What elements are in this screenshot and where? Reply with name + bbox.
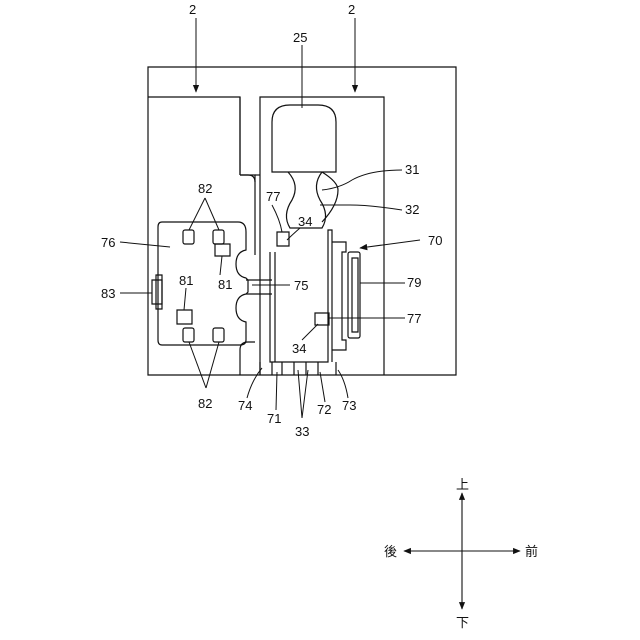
direction-down-label: 下	[456, 616, 469, 631]
label-79: 79	[407, 275, 421, 290]
neck-31	[322, 172, 338, 222]
leader-70	[360, 240, 420, 248]
label-32: 32	[405, 202, 419, 217]
label-81-upper: 81	[218, 277, 232, 292]
pad-82-top-left	[183, 230, 194, 244]
leader-82-bottom-a	[189, 342, 206, 388]
pad-82-bottom-right	[213, 328, 224, 342]
label-71: 71	[267, 411, 281, 426]
direction-up-label: 上	[456, 478, 469, 493]
leader-72	[320, 372, 325, 402]
label-70: 70	[428, 233, 442, 248]
leader-73	[338, 370, 348, 398]
label-33: 33	[295, 424, 309, 439]
leader-82-top-b	[205, 198, 219, 230]
label-72: 72	[317, 402, 331, 417]
fillet-upper	[240, 175, 255, 182]
label-77-right: 77	[407, 311, 421, 326]
leader-34-bottom	[302, 324, 318, 340]
element-83	[152, 280, 162, 304]
label-83: 83	[101, 286, 115, 301]
leader-77-top	[272, 205, 282, 232]
label-75: 75	[294, 278, 308, 293]
component-25	[272, 105, 336, 172]
label-81-lower: 81	[179, 273, 193, 288]
connector-76	[158, 222, 248, 345]
left-compartment	[148, 97, 255, 255]
label-34-bottom: 34	[292, 341, 306, 356]
pad-82-top-right	[213, 230, 224, 244]
label-2-right: 2	[348, 2, 355, 17]
front-part-70	[332, 242, 346, 350]
pad-81-upper	[215, 244, 230, 256]
leader-33b	[302, 370, 308, 418]
hook-77-right	[315, 313, 329, 325]
leader-71	[276, 372, 277, 410]
direction-indicator	[404, 493, 520, 609]
label-82-bottom: 82	[198, 396, 212, 411]
label-31: 31	[405, 162, 419, 177]
label-34-top: 34	[298, 214, 312, 229]
label-77-top: 77	[266, 189, 280, 204]
leader-76	[120, 242, 170, 247]
component-79-inner	[352, 258, 358, 332]
label-73: 73	[342, 398, 356, 413]
leader-82-bottom-b	[206, 342, 219, 388]
leader-33a	[298, 370, 302, 418]
label-25: 25	[293, 30, 307, 45]
leader-82-top-a	[189, 198, 205, 230]
label-82-top: 82	[198, 181, 212, 196]
label-76: 76	[101, 235, 115, 250]
label-74: 74	[238, 398, 252, 413]
direction-rear-label: 後	[384, 545, 397, 560]
leader-81-upper	[220, 256, 222, 275]
right-compartment	[260, 97, 384, 375]
pad-82-bottom-left	[183, 328, 194, 342]
label-2-left: 2	[189, 2, 196, 17]
leader-31	[322, 170, 402, 190]
pad-81-lower	[177, 310, 192, 324]
leader-81-lower	[184, 288, 186, 310]
direction-front-label: 前	[525, 544, 538, 560]
hook-77-top	[277, 232, 289, 246]
fillet-lower	[240, 342, 255, 375]
